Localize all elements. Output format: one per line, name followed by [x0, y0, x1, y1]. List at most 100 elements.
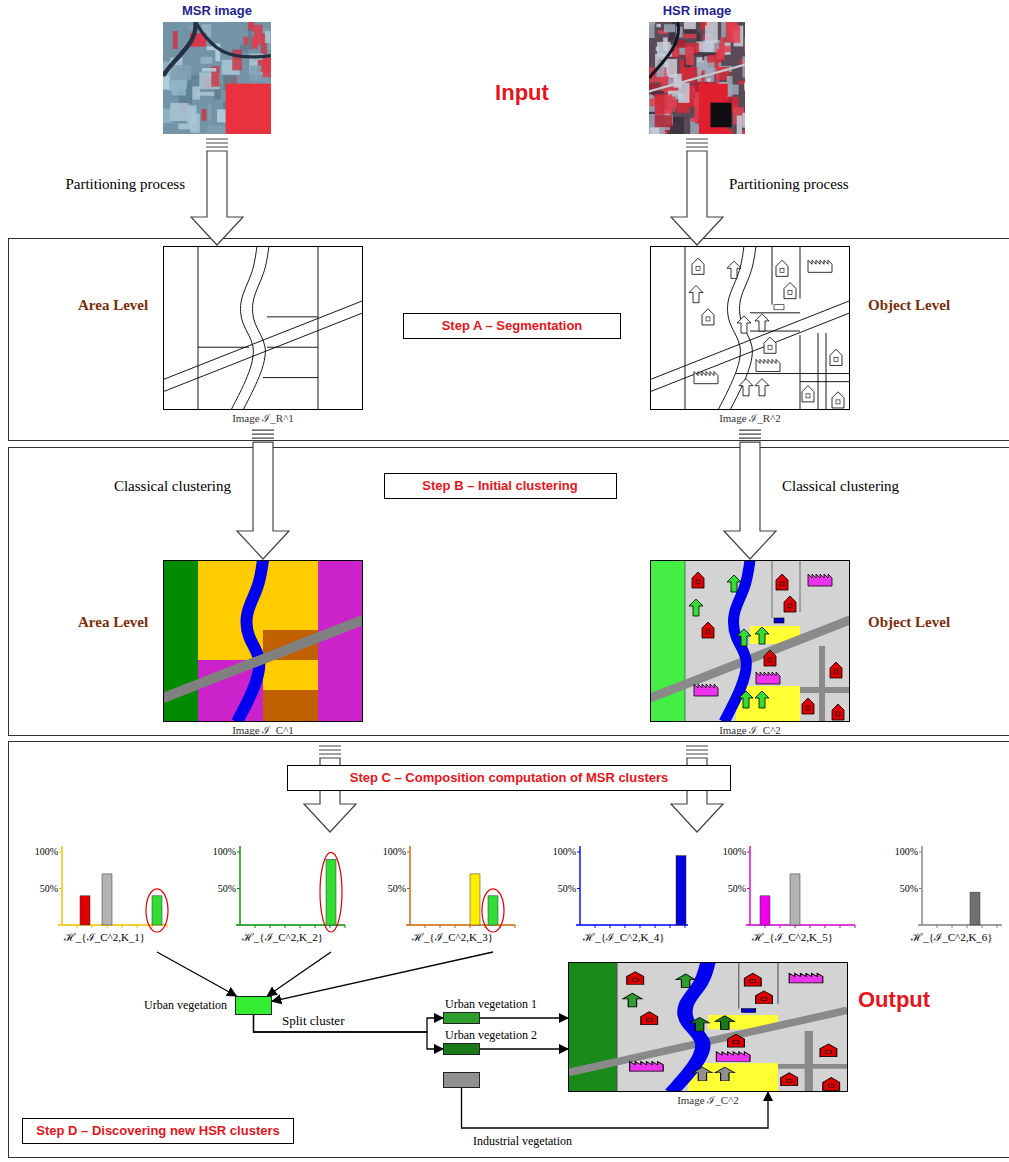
factory-icon — [808, 574, 832, 586]
output-map: Image ℐ_C^2 — [568, 962, 848, 1092]
building — [774, 305, 784, 310]
road-edge — [163, 301, 363, 392]
step-box: Step B – Initial clustering — [384, 473, 617, 499]
axis-tick — [59, 852, 62, 889]
house-icon — [641, 1012, 658, 1025]
photo-patch — [705, 22, 718, 43]
photo-patch — [697, 63, 714, 82]
chart-axis — [58, 846, 167, 925]
chart-axis — [576, 846, 688, 925]
tree-icon — [755, 379, 769, 396]
road — [778, 1031, 848, 1092]
segmentation-map: Image ℐ_R^2 — [650, 246, 850, 410]
axis-label: 100% — [35, 846, 58, 858]
house-window — [768, 345, 772, 349]
house-icon — [776, 574, 788, 590]
histogram: 100%50%ℋ_{ℐ_C^2,K_5} — [718, 840, 858, 952]
house-icon — [692, 258, 704, 274]
step-title: Step A – Segmentation — [414, 318, 610, 334]
highlight-ellipse — [482, 889, 504, 932]
photo-patch — [683, 34, 696, 39]
river — [237, 560, 263, 722]
cluster-swatch: Urban vegetation — [235, 996, 272, 1015]
cluster-map: Image ℐ_C^2 — [650, 560, 850, 722]
factory-icon — [694, 684, 718, 696]
connector-group — [480, 1018, 568, 1019]
block-arrow — [724, 442, 776, 559]
factory-icon — [756, 672, 780, 684]
house-window — [696, 580, 700, 584]
photo-patch — [674, 118, 680, 123]
arrow-cap — [206, 139, 228, 147]
house-window — [646, 1018, 652, 1021]
cluster-name: Urban vegetation 1 — [445, 997, 537, 1011]
level-label: Object Level — [868, 614, 950, 631]
axis-tick — [255, 925, 345, 928]
house-icon — [820, 1044, 837, 1057]
tree-icon — [693, 1067, 713, 1081]
region — [736, 686, 800, 722]
map-ground — [568, 962, 848, 1092]
photo-patch — [202, 109, 207, 121]
connector-group — [272, 952, 493, 1001]
photo-patch — [207, 125, 227, 136]
histogram-bar — [790, 874, 800, 925]
chart-axis — [236, 846, 345, 925]
axis-tick — [577, 852, 580, 889]
photo-patch — [160, 75, 170, 89]
house-icon — [744, 973, 761, 986]
histogram-name: ℋ_{ℐ_C^2,K_3} — [412, 931, 493, 944]
axis-label: 100% — [383, 846, 406, 858]
histogram-bar — [760, 896, 770, 925]
house-icon — [784, 596, 796, 612]
image-caption: Image ℐ_R^2 — [719, 412, 781, 425]
photo-ground — [649, 22, 745, 134]
tree-icon — [690, 1017, 710, 1031]
photo-patch — [707, 78, 711, 82]
house-window — [706, 630, 710, 634]
photo-patch — [158, 18, 170, 21]
axis-tick — [77, 925, 167, 928]
house-window — [806, 394, 810, 398]
cluster-swatch: Industrial vegetation — [443, 1072, 480, 1088]
axis-label: 50% — [728, 883, 746, 895]
tree-icon — [727, 261, 741, 278]
map-picture — [568, 962, 848, 1092]
house-window — [696, 266, 700, 270]
cluster-swatch: Urban vegetation 2 — [443, 1043, 480, 1055]
photo-patch — [725, 22, 738, 30]
road — [800, 646, 850, 722]
connector-line — [157, 952, 236, 996]
house-icon — [692, 572, 704, 588]
step-title: Step B – Initial clustering — [395, 478, 606, 494]
connector-label: Partitioning process — [63, 176, 187, 193]
photo-patch — [745, 37, 758, 50]
tree-icon — [739, 691, 753, 708]
connector-label: Classical clustering — [112, 478, 233, 495]
map-picture — [650, 246, 850, 410]
connector-group — [157, 952, 236, 996]
house-window — [834, 670, 838, 674]
photo-patch — [158, 19, 162, 32]
house-window — [836, 400, 840, 404]
histogram-bar — [470, 874, 480, 925]
image-caption: Image ℐ_C^2 — [719, 724, 781, 737]
factory-icon — [716, 1052, 750, 1062]
region-border — [617, 962, 778, 1092]
map-ground — [163, 246, 363, 410]
image-title: MSR image — [182, 3, 252, 19]
section-title: Output — [858, 987, 930, 1013]
image-caption: Image ℐ_C^1 — [232, 724, 294, 737]
axis-tick — [747, 852, 750, 889]
highlight-ellipse — [320, 852, 342, 932]
photo-patch — [678, 105, 682, 113]
histogram: 100%50%ℋ_{ℐ_C^2,K_2} — [208, 840, 348, 952]
photo-patch — [226, 84, 271, 134]
tree-icon — [755, 314, 769, 331]
map-picture — [650, 560, 850, 722]
step-panel — [9, 742, 1009, 1158]
photo-patch — [703, 21, 707, 25]
